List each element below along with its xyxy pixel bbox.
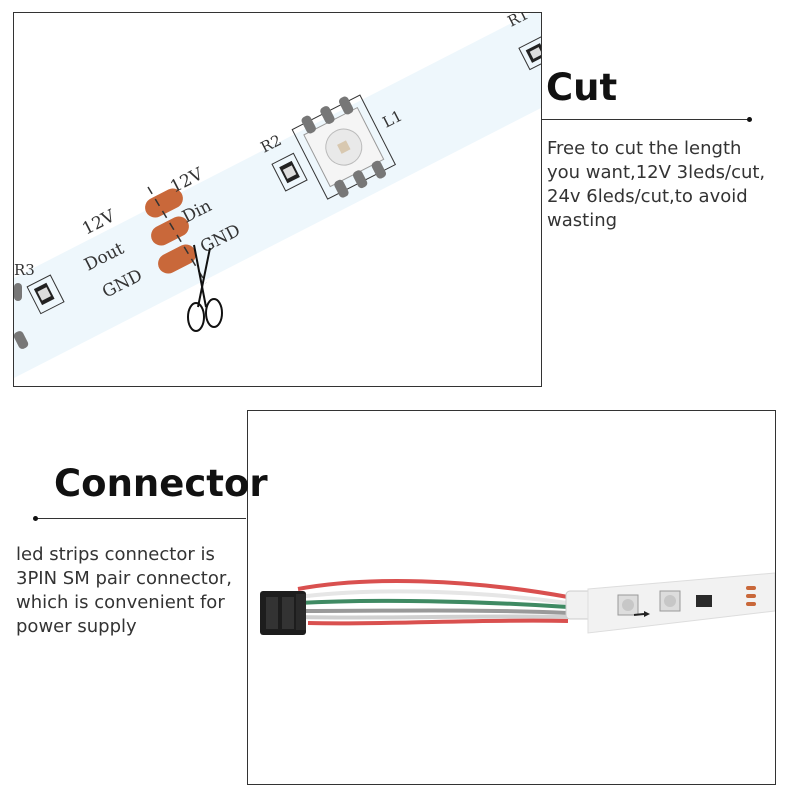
label-r3: R3 — [14, 261, 35, 279]
cut-description: Free to cut the length you want,12V 3led… — [547, 137, 782, 233]
led-strip — [587, 572, 775, 634]
led-strip-closeup: R1 L1 R2 — [14, 13, 541, 378]
connector-underline — [36, 518, 246, 519]
connector-description: led strips connector is 3PIN SM pair con… — [16, 543, 246, 639]
connector-image-panel — [247, 410, 776, 785]
resistor-r1 — [518, 35, 541, 71]
arrow-right-icon — [633, 611, 650, 617]
cut-desc-line: wasting — [547, 210, 618, 231]
connector-desc-line: power supply — [16, 616, 137, 637]
strip-body — [14, 13, 541, 378]
cut-underline-dot — [747, 117, 752, 122]
scissors-icon — [187, 244, 223, 332]
connector-desc-line: led strips connector is — [16, 544, 215, 565]
resistor-r2 — [271, 152, 308, 192]
connector-desc-line: which is convenient for — [16, 592, 225, 613]
resistor-r3 — [26, 274, 65, 315]
solder-pads — [145, 186, 207, 284]
connector-desc-line: 3PIN SM pair connector, — [16, 568, 232, 589]
wire-bundle — [297, 579, 569, 626]
connector-heading: Connector — [54, 462, 268, 505]
cut-image-panel: R1 L1 R2 — [13, 12, 542, 387]
cut-heading: Cut — [546, 66, 618, 109]
connector-plug — [260, 591, 306, 635]
connector-photo — [260, 572, 775, 635]
cut-desc-line: you want,12V 3leds/cut, — [547, 162, 766, 183]
connector-underline-dot — [33, 516, 38, 521]
cut-desc-line: Free to cut the length — [547, 138, 742, 159]
led-chip-l1 — [291, 94, 397, 200]
cut-desc-line: 24v 6leds/cut,to avoid — [547, 186, 748, 207]
cut-underline — [541, 119, 749, 120]
